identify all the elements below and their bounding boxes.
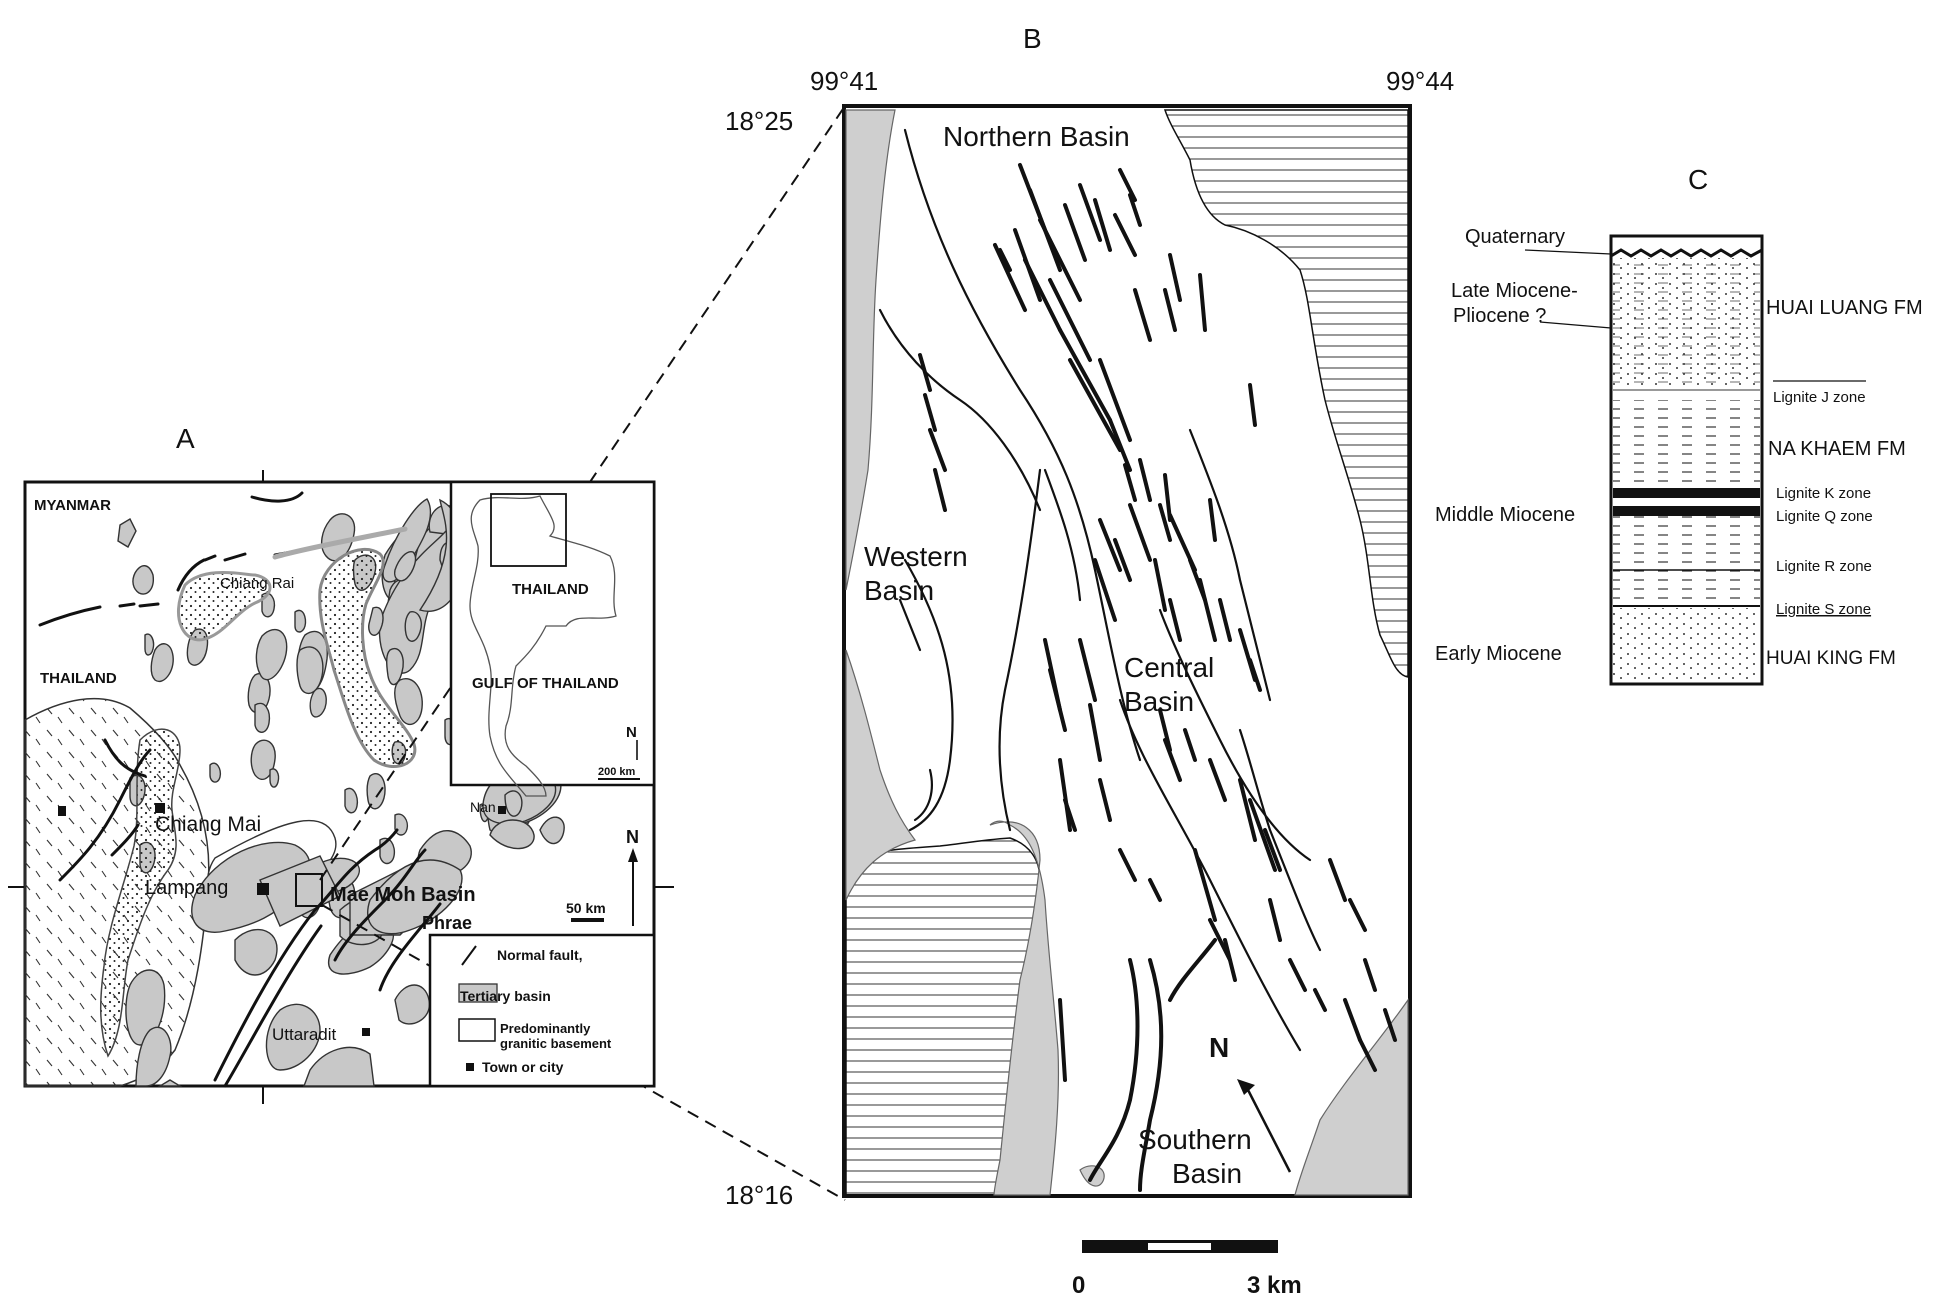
panel-c: C Quaternary Late Miocene- Pliocene ? Mi… [1435,164,1923,686]
legend-frame [428,933,656,1088]
age-middle-miocene: Middle Miocene [1435,504,1575,526]
label-southern-basin-2: Basin [1172,1158,1242,1189]
label-myanmar: MYANMAR [34,497,111,514]
inset-label-thailand: THAILAND [512,581,589,598]
legend-basin-symbol [458,983,498,1003]
legend-label-town: Town or city [482,1059,564,1075]
label-western-basin-1: Western [864,541,968,572]
lignite-k-unit [1613,488,1760,498]
age-quaternary: Quaternary [1465,226,1565,248]
north-arrow-b [1244,1085,1292,1173]
label-central-basin-2: Basin [1124,686,1194,717]
strat-column [1609,234,1764,686]
label-chiang-rai: Chiang Rai [220,575,294,592]
north-arrow-a-head [628,848,638,862]
panel-a: A [8,105,846,1201]
label-central-basin-1: Central [1124,652,1214,683]
quaternary-leader [1524,249,1612,255]
lon-right-label: 99°44 [1386,66,1454,96]
zone-lignite-j: Lignite J zone [1773,389,1866,406]
unconformity [1610,248,1763,258]
inset-study-box [490,493,567,567]
town-marker [58,806,66,816]
zone-lignite-k: Lignite K zone [1776,485,1871,502]
town-marker [155,803,165,813]
scale-a-label: 50 km [566,900,606,916]
inset-frame [449,480,656,787]
label-thailand: THAILAND [40,670,117,687]
inset-north-label: N [626,724,637,741]
legend-label-basin: Tertiary basin [460,988,551,1004]
huai-king-unit [1613,608,1760,682]
label-phrae: Phrae [422,913,472,933]
label-western-basin-2: Basin [864,575,934,606]
zone-lignite-q: Lignite Q zone [1776,508,1873,525]
north-arrow-b-label: N [1209,1032,1229,1063]
age-late-miocene: Late Miocene- [1451,280,1578,302]
town-marker [362,1028,370,1036]
inset-thailand-outline [469,495,617,797]
legend-town-symbol [466,1063,474,1071]
faults-b-bold [918,163,1397,1192]
label-mae-moh-basin: Mae Moh Basin [330,884,476,906]
label-southern-basin-1: Southern [1138,1124,1252,1155]
lignite-j-unit [1613,386,1760,400]
hatched-basement-ne [1163,109,1409,678]
inset-map: THAILAND GULF OF THAILAND 200 km N [449,480,656,797]
legend-label-fault: Normal fault, [497,947,583,963]
pliocene-leader [1539,321,1612,329]
fm-huai-luang: HUAI LUANG FM [1766,297,1923,319]
lignite-q-unit [1613,506,1760,516]
na-khaem-lower-unit [1613,516,1760,606]
label-nan: Nan [470,799,496,815]
label-lampang: Lampang [145,877,228,899]
north-arrow-a-label: N [626,827,639,847]
zone-lignite-r: Lignite R zone [1776,558,1872,575]
inset-scale-label: 200 km [598,766,636,778]
panel-b: B 99°41 99°44 18°25 18°16 [725,23,1454,1299]
town-marker [257,883,269,895]
scale-bar-b: 0 3 km [1072,1240,1302,1299]
zone-lignite-s: Lignite S zone [1776,601,1871,618]
age-pliocene: Pliocene ? [1453,305,1546,327]
legend-granite-symbol [458,1018,496,1042]
inset-label-gulf: GULF OF THAILAND [472,675,619,692]
legend-fault-symbol [461,945,477,966]
tertiary-basins-b [845,109,1409,1196]
lat-top-label: 18°25 [725,106,793,136]
scale-bar-b-white [1148,1243,1211,1250]
lat-bottom-label: 18°16 [725,1180,793,1210]
panel-a-label: A [176,423,195,454]
label-chiang-mai: Chiang Mai [155,813,261,836]
na-khaem-upper-unit [1613,400,1760,488]
faults-a [38,491,442,1088]
age-early-miocene: Early Miocene [1435,643,1562,665]
town-marker [498,806,506,814]
mae-moh-box [295,873,323,907]
scale-b-start: 0 [1072,1272,1085,1299]
label-uttaradit: Uttaradit [272,1025,337,1044]
fm-huai-king: HUAI KING FM [1766,648,1896,669]
faults-b [878,128,1322,1052]
scale-b-end: 3 km [1247,1272,1302,1299]
panel-b-label: B [1023,23,1042,54]
fm-na-khaem: NA KHAEM FM [1768,438,1906,460]
huai-luang-unit-dash [1613,258,1760,386]
legend-a: Normal fault, Tertiary basin Predominant… [428,933,656,1088]
label-northern-basin: Northern Basin [943,121,1130,152]
lon-left-label: 99°41 [810,66,878,96]
town-markers [58,803,506,1036]
panel-c-label: C [1688,164,1708,195]
north-arrow-b-head [1237,1079,1255,1095]
